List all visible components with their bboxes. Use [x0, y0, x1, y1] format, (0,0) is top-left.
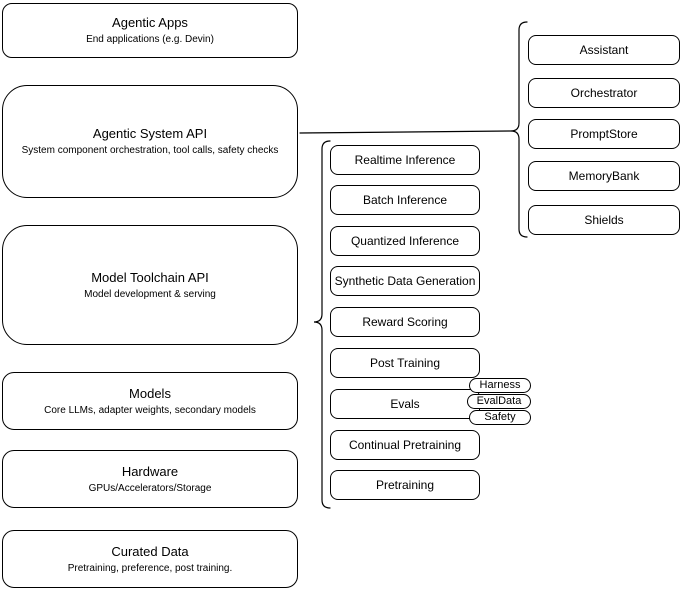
node-subtitle: GPUs/Accelerators/Storage [88, 482, 212, 494]
node-label: Orchestrator [570, 86, 638, 100]
node-label: MemoryBank [568, 169, 640, 183]
node-model-toolchain-api: Model Toolchain API Model development & … [2, 225, 298, 345]
node-label: Evals [390, 397, 420, 411]
node-realtime-inference: Realtime Inference [330, 145, 480, 175]
node-label: Post Training [369, 356, 441, 370]
node-assistant: Assistant [528, 35, 680, 65]
node-label: Synthetic Data Generation [334, 274, 476, 288]
node-shields: Shields [528, 205, 680, 235]
node-subtitle: End applications (e.g. Devin) [86, 34, 214, 45]
node-continual-pretraining: Continual Pretraining [330, 430, 480, 460]
node-agentic-system-api: Agentic System API System component orch… [2, 85, 298, 198]
node-label: Continual Pretraining [348, 438, 462, 452]
node-title: Agentic System API [92, 126, 208, 141]
node-orchestrator: Orchestrator [528, 78, 680, 108]
node-title: Hardware [121, 463, 179, 479]
node-label: Batch Inference [362, 193, 448, 207]
system-connector-line [299, 130, 512, 134]
tag-evaldata: EvalData [467, 394, 531, 409]
node-label: Pretraining [375, 478, 435, 492]
node-subtitle: Pretraining, preference, post training. [67, 562, 233, 574]
node-agentic-apps: Agentic Apps End applications (e.g. Devi… [2, 3, 298, 58]
node-models: Models Core LLMs, adapter weights, secon… [2, 372, 298, 430]
node-label: Assistant [579, 43, 629, 57]
node-subtitle: System component orchestration, tool cal… [21, 145, 279, 156]
node-evals: Evals [330, 389, 480, 419]
node-label: Quantized Inference [350, 234, 460, 248]
node-pretraining: Pretraining [330, 470, 480, 500]
node-memorybank: MemoryBank [528, 161, 680, 191]
node-quantized-inference: Quantized Inference [330, 226, 480, 256]
system-bracket [510, 21, 528, 238]
node-title: Model Toolchain API [91, 269, 209, 285]
node-hardware: Hardware GPUs/Accelerators/Storage [2, 450, 298, 508]
node-title: Curated Data [111, 543, 189, 559]
node-title: Agentic Apps [112, 15, 188, 30]
node-label: Shields [584, 213, 624, 227]
node-title: Models [129, 385, 171, 401]
node-promptstore: PromptStore [528, 119, 680, 149]
node-label: Realtime Inference [354, 153, 456, 167]
node-subtitle: Model development & serving [84, 288, 216, 300]
node-reward-scoring: Reward Scoring [330, 307, 480, 337]
node-label: PromptStore [570, 127, 638, 141]
node-post-training: Post Training [330, 348, 480, 378]
node-label: Reward Scoring [362, 315, 448, 329]
tag-label: Safety [484, 411, 516, 423]
node-batch-inference: Batch Inference [330, 185, 480, 215]
toolchain-bracket [313, 140, 331, 509]
tag-label: Harness [479, 379, 521, 391]
node-subtitle: Core LLMs, adapter weights, secondary mo… [44, 404, 256, 416]
tag-safety: Safety [469, 410, 531, 425]
node-synthetic-data-generation: Synthetic Data Generation [330, 266, 480, 296]
node-curated-data: Curated Data Pretraining, preference, po… [2, 530, 298, 588]
tag-label: EvalData [476, 395, 522, 407]
tag-harness: Harness [469, 378, 531, 393]
